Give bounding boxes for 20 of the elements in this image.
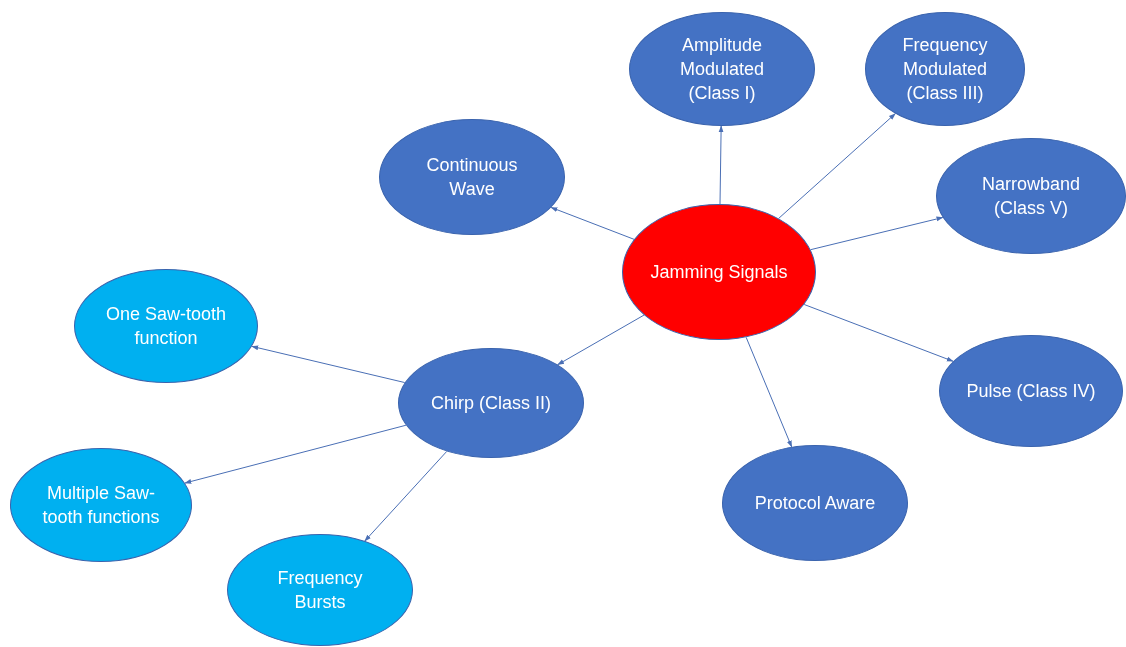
node-label: Frequency Modulated (Class III) — [901, 33, 989, 106]
arrow — [251, 345, 406, 384]
node-label: Multiple Saw-tooth functions — [41, 481, 161, 529]
node-label: Jamming Signals — [649, 260, 789, 284]
arrow — [550, 206, 635, 240]
arrow — [557, 314, 645, 366]
arrow — [810, 216, 944, 251]
node-label: Protocol Aware — [753, 491, 877, 515]
node-label: Pulse (Class IV) — [965, 379, 1097, 403]
node-label: Amplitude Modulated (Class I) — [678, 33, 766, 106]
node-label: One Saw-tooth function — [104, 302, 228, 350]
arrow — [718, 125, 724, 205]
node-label: Continuous Wave — [425, 153, 519, 201]
node-label: Chirp (Class II) — [430, 391, 552, 415]
arrow — [778, 113, 896, 219]
arrow — [364, 450, 448, 542]
arrow — [184, 424, 407, 484]
node-label: Narrowband (Class V) — [980, 172, 1082, 220]
node-label: Frequency Bursts — [276, 566, 364, 614]
arrow — [803, 304, 954, 362]
